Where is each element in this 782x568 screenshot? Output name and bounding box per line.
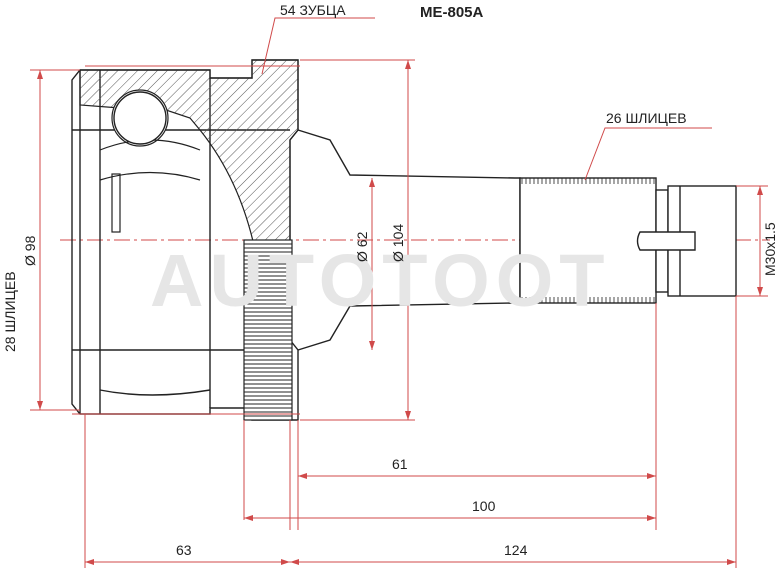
leader-26-splines xyxy=(584,127,712,181)
dim-63-label: 63 xyxy=(176,542,192,558)
outer-splines-label: 26 ШЛИЦЕВ xyxy=(606,110,687,126)
inner-splines-label: 28 ШЛИЦЕВ xyxy=(2,271,18,352)
leader-54-teeth xyxy=(261,17,375,75)
part-number: ME-805A xyxy=(420,4,484,21)
dim-124-label: 124 xyxy=(504,542,528,558)
spline-teeth xyxy=(521,178,655,303)
dim-61-label: 61 xyxy=(392,456,408,472)
teeth-count-label: 54 ЗУБЦА xyxy=(280,2,346,18)
watermark: AUTOTOOT xyxy=(150,239,611,322)
dim-62-label: Ø 62 xyxy=(354,231,370,262)
shaft xyxy=(297,129,737,351)
abs-ring xyxy=(243,239,293,421)
abs-ring-teeth xyxy=(244,243,292,417)
ball xyxy=(113,91,167,145)
thread-label: M30x1.5 xyxy=(762,222,778,276)
dim-100-label: 100 xyxy=(472,498,496,514)
housing-section xyxy=(79,59,299,251)
dim-104-label: Ø 104 xyxy=(390,223,406,262)
dim-98-label: Ø 98 xyxy=(22,235,38,266)
